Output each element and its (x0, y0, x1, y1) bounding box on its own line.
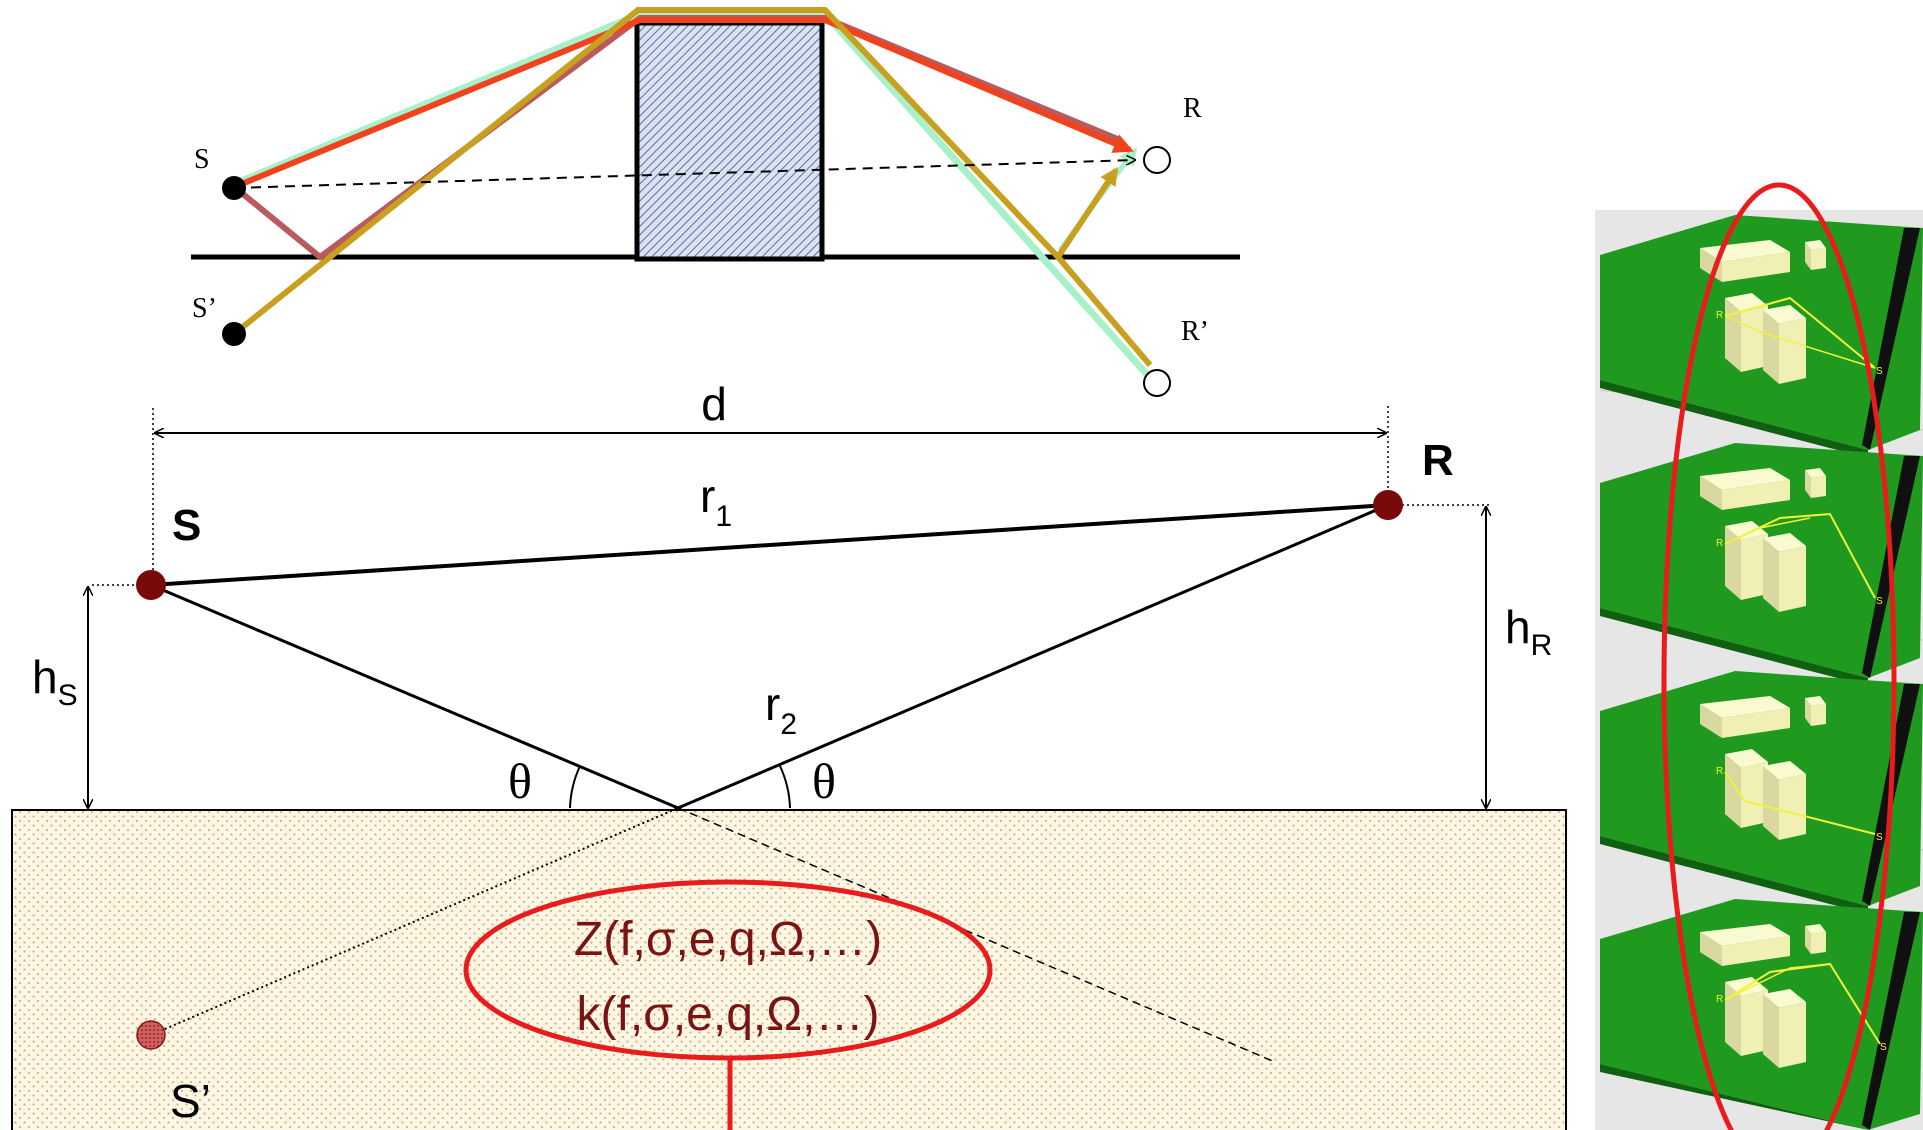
thumbnail-3: R S (1600, 671, 1923, 914)
transmitted-ray-dashed (677, 807, 1276, 1063)
ray-red (230, 17, 1134, 191)
thumbnail-4: R S (1600, 899, 1923, 1130)
thumbnail-1-receiver-label: R (1716, 310, 1723, 321)
incident-path-line (150, 583, 679, 810)
top-image-receiver-label: R’ (1181, 316, 1209, 347)
ray-diagram: S S’ R R’ (191, 7, 1240, 397)
direct-path-line (150, 503, 1389, 587)
ground-region (11, 809, 1567, 1130)
angle-arc-left (569, 765, 581, 809)
geometry-source-label: S (172, 501, 201, 550)
simulation-panel: R S R S (1595, 182, 1923, 1130)
impedance-formula: Z(f,σ,e,q,Ω,…) (574, 913, 882, 966)
reflected-path-line (677, 503, 1389, 810)
geometry-image-source-label: S’ (170, 1075, 211, 1127)
image-ray-dotted (150, 807, 679, 1036)
thumbnail-4-receiver-label: R (1716, 994, 1723, 1005)
thumbnail-2-receiver-label: R (1716, 538, 1723, 549)
top-image-source-label: S’ (192, 293, 217, 324)
geometry-receiver-point (1373, 490, 1403, 520)
receiver-point (1143, 146, 1171, 174)
thumbnail-4-source-label: S (1880, 1042, 1887, 1053)
image-source-point (222, 322, 246, 346)
direct-path-label: r1 (700, 470, 732, 533)
thumbnail-1-source-label: S (1876, 366, 1883, 377)
direct-dashed-line (233, 160, 1135, 189)
ray-gold-image (1055, 255, 1153, 367)
geometry-diagram: d hS hR θ θ r1 r2 S R S’ Z(f,σ,e,q,Ω,…) (11, 378, 1567, 1130)
angle-arc-right (779, 765, 791, 809)
angle-right-label: θ (812, 753, 836, 809)
thumbnail-2-source-label: S (1876, 596, 1883, 607)
angle-left-label: θ (508, 753, 532, 809)
top-source-label: S (194, 144, 210, 175)
top-receiver-label: R (1183, 93, 1202, 124)
reflected-path-label: r2 (765, 678, 797, 741)
ray-gold (232, 7, 1119, 337)
ray-mint (230, 10, 1153, 381)
source-point (222, 176, 246, 200)
geometry-source-point (136, 570, 166, 600)
distance-label: d (701, 378, 727, 430)
receiver-height-label: hR (1505, 601, 1552, 662)
wavenumber-formula: k(f,σ,e,q,Ω,…) (577, 988, 880, 1041)
source-height-label: hS (32, 651, 78, 712)
image-receiver-point (1143, 369, 1171, 397)
thumbnail-3-receiver-label: R (1716, 766, 1723, 777)
thumbnails-highlight-ellipse (1661, 182, 1897, 1130)
geometry-image-source-point (136, 1020, 166, 1050)
thumbnail-3-source-label: S (1876, 832, 1883, 843)
barrier-block (634, 20, 825, 262)
geometry-receiver-label: R (1422, 436, 1454, 485)
